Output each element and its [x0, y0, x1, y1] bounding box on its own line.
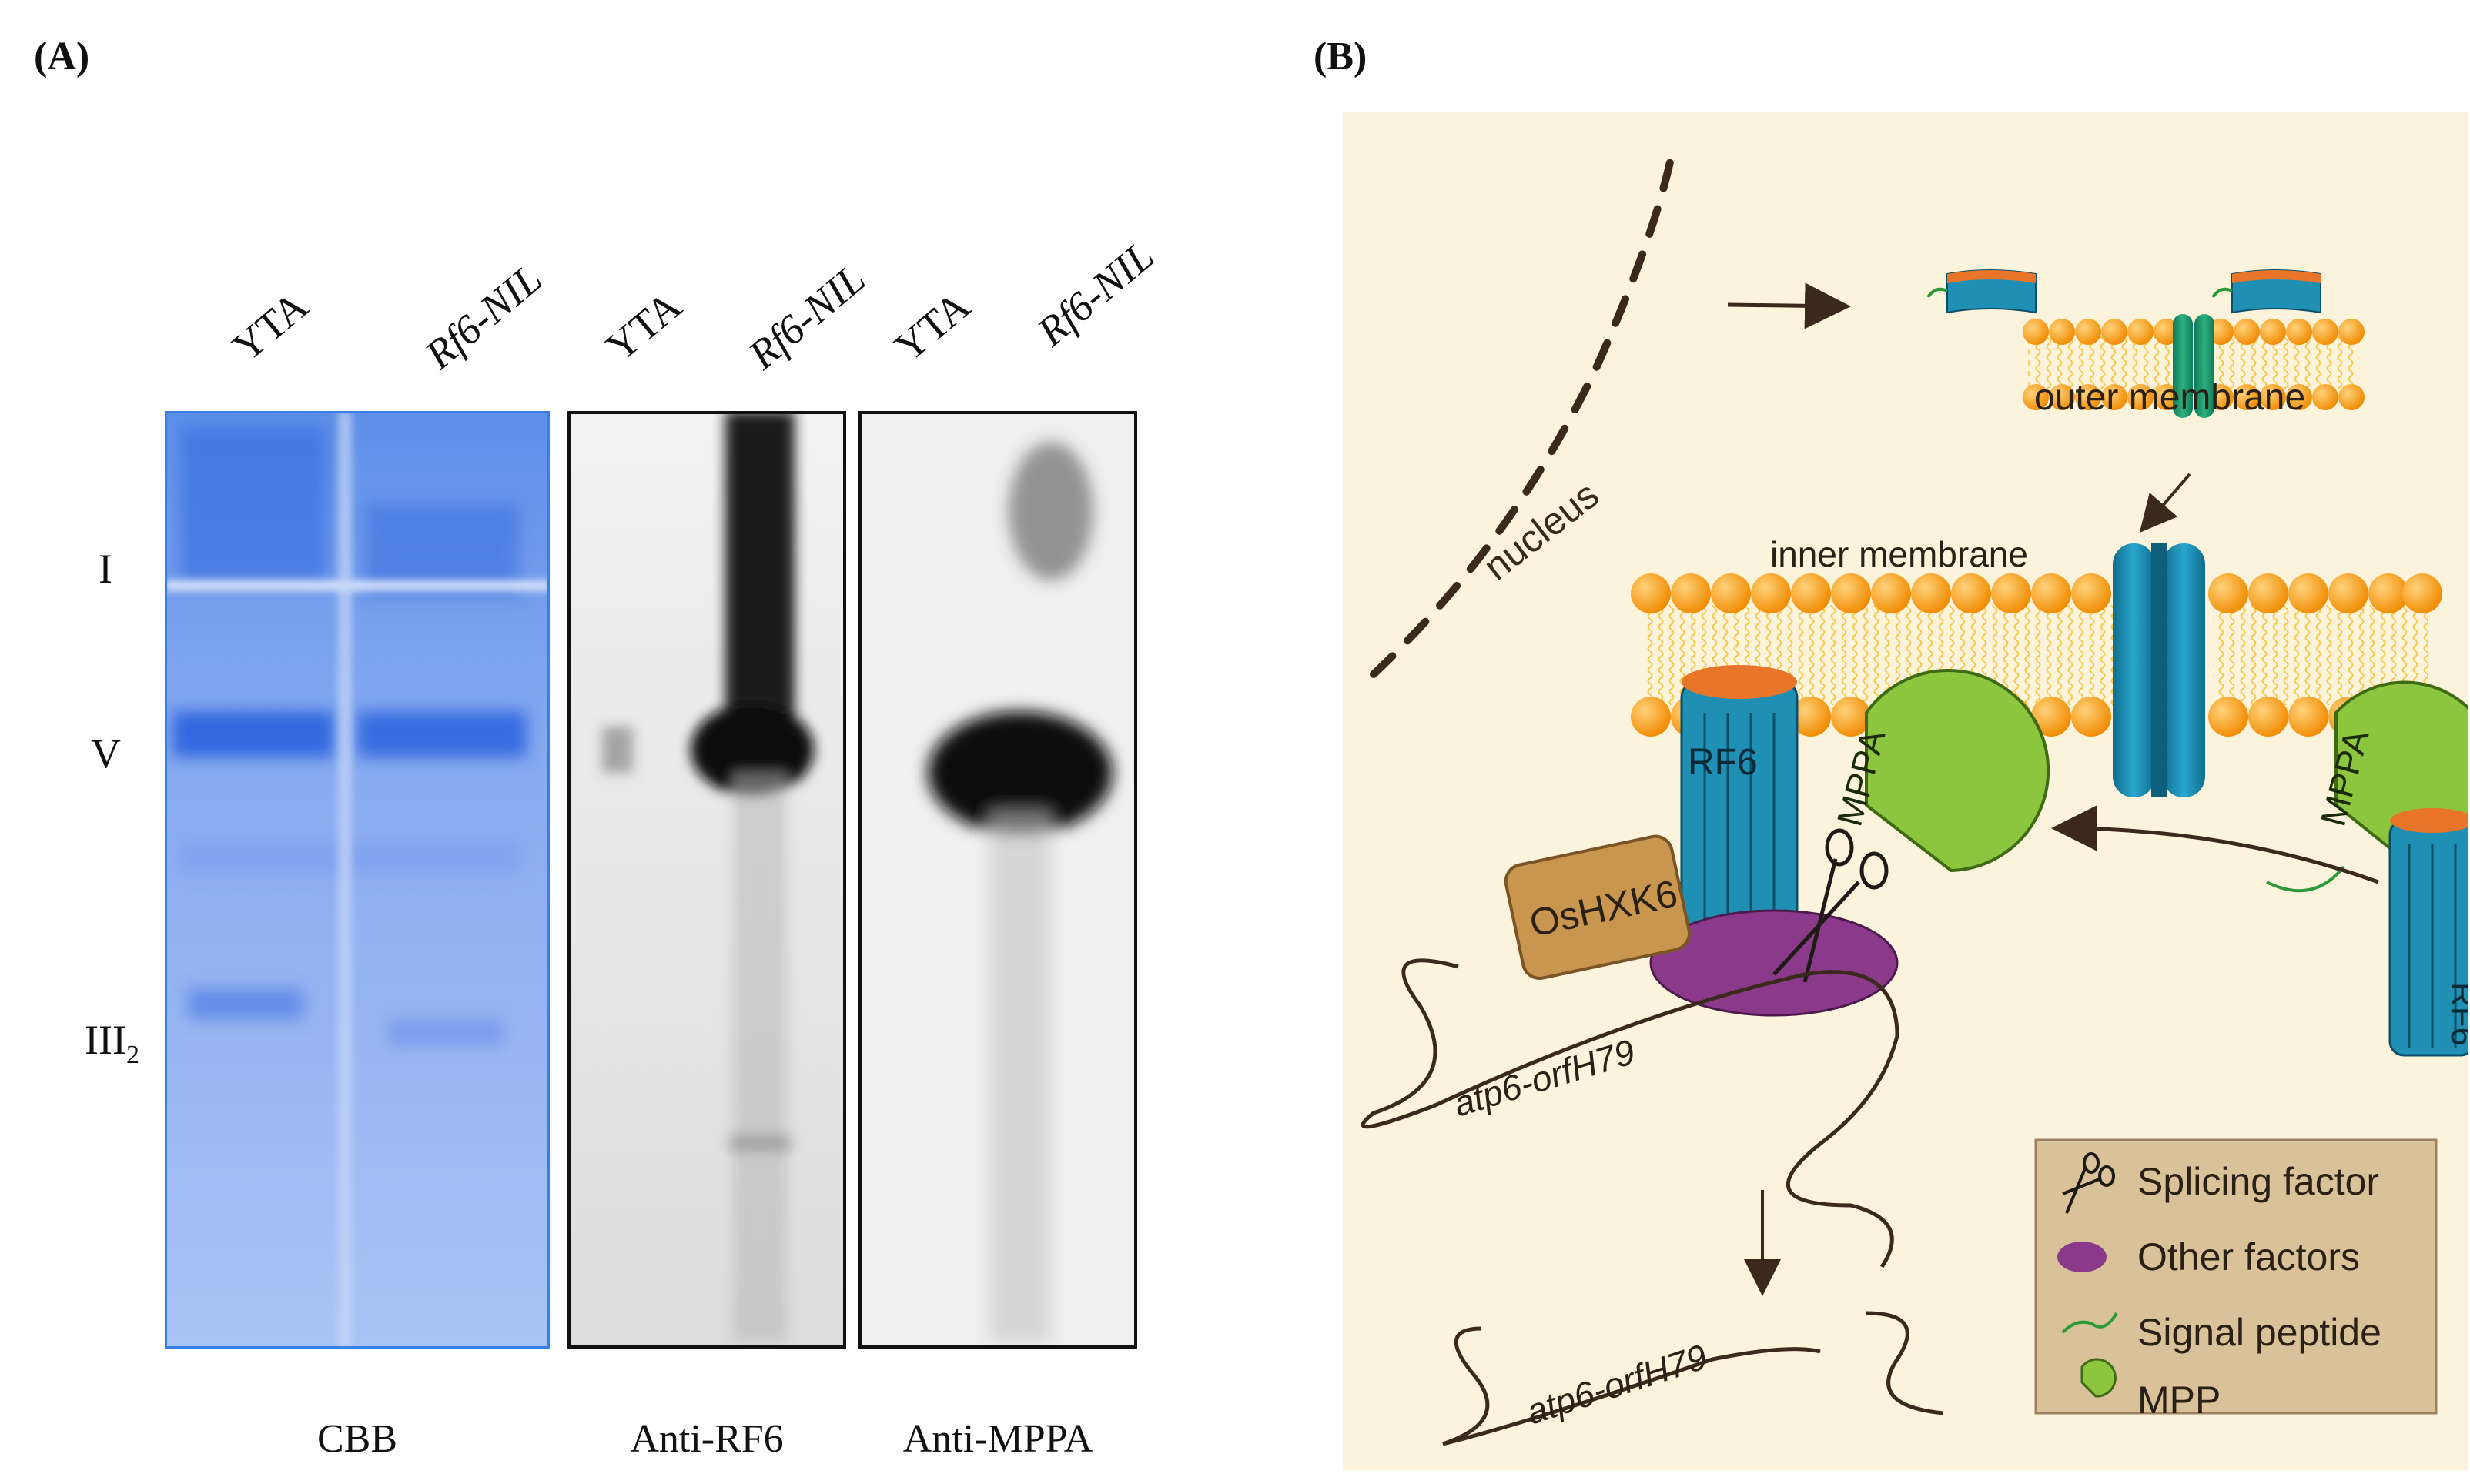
legend-scissors-icon [2062, 1152, 2115, 1214]
precursor-protein-right [2211, 269, 2321, 314]
panel-a-letter: (A) [34, 35, 90, 79]
inner-membrane-label: inner membrane [1770, 534, 2028, 574]
lane-label-ytA-cbb: YTA [223, 282, 317, 371]
rna-fragment [1866, 1311, 1944, 1415]
lane-label-rf6-mppa: Rf6-NIL [1028, 232, 1163, 356]
legend-other-factors-icon [2057, 1242, 2107, 1272]
legend-label-other-factors: Other factors [2137, 1235, 2360, 1278]
mppa-protein-left [1865, 669, 2050, 873]
other-factors-complex [1649, 909, 1899, 1017]
outer-membrane-label: outer membrane [2034, 377, 2305, 418]
lane-label-ytA-mppa: YTA [885, 282, 979, 371]
legend-label-splicing-factor: Splicing factor [2137, 1160, 2380, 1203]
lane-label-rf6-rf6: Rf6-NIL [739, 255, 874, 379]
band-label-complex-iii2: III2 [85, 1017, 139, 1069]
rf6-protein-left [1680, 665, 1799, 945]
lane-label-rf6-cbb: Rf6-NIL [416, 255, 551, 379]
splicing-factor-scissors [1772, 828, 1889, 983]
transit-arrow [2139, 473, 2191, 533]
band-label-complex-v: V [91, 730, 121, 777]
rf6-label-left: RF6 [1688, 742, 1758, 783]
rf6-protein-right [2388, 808, 2468, 1057]
anti-mppa-blot-image [858, 411, 1137, 1349]
rna-transcript-bottom [1442, 1326, 1821, 1446]
legend [2034, 1138, 2438, 1415]
legend-label-mpp: MPP [2137, 1379, 2221, 1422]
outer-membrane [2023, 314, 2365, 418]
anti-rf6-blot-image [567, 411, 846, 1349]
nucleus-envelope [1370, 139, 1678, 678]
gel-label-anti-rf6: Anti-RF6 [630, 1417, 784, 1461]
legend-mpp-icon [2080, 1358, 2117, 1398]
precursor-protein-left [1926, 269, 2037, 314]
cbb-gel-image [165, 411, 550, 1349]
export-arrow [1727, 282, 1851, 329]
panel-b-letter: (B) [1314, 35, 1367, 79]
gel-label-anti-mppa: Anti-MPPA [902, 1417, 1093, 1461]
rf6-label-right: RF6 [2444, 982, 2468, 1046]
rna-transcript-top [1361, 958, 1899, 1268]
lane-label-ytA-rf6: YTA [597, 282, 691, 371]
legend-signal-peptide-icon [2061, 1312, 2118, 1334]
signal-peptide-right [2266, 865, 2345, 893]
band-label-complex-i: I [99, 546, 112, 592]
processing-arrow [2051, 805, 2379, 884]
mitochondrial-import-diagram: nucleus outer membrane inner membrane [1343, 112, 2468, 1470]
gel-label-cbb: CBB [316, 1417, 398, 1461]
oshxk6-protein: OsHXK6 [1504, 834, 1691, 980]
legend-label-signal-peptide: Signal peptide [2137, 1311, 2381, 1354]
